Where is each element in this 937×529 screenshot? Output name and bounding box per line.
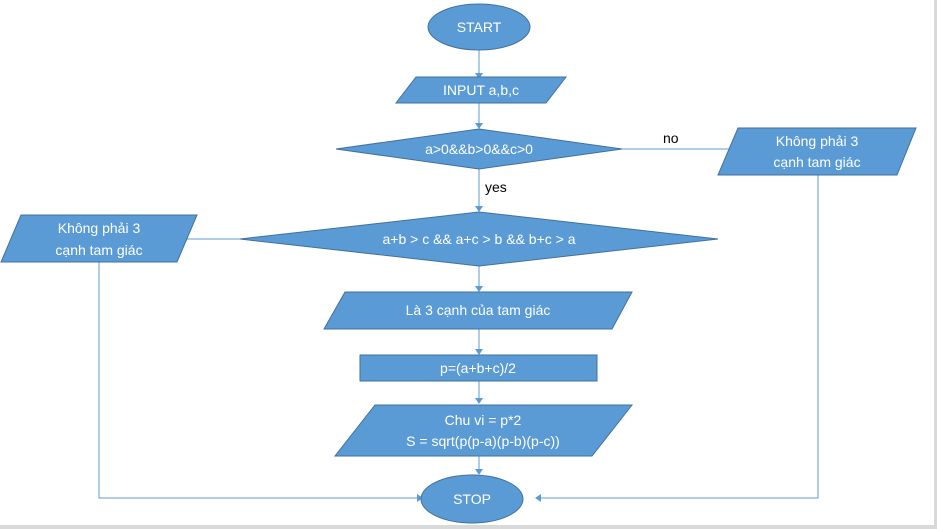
check-positive-diamond bbox=[335, 128, 623, 170]
is-triangle-parallelogram bbox=[323, 291, 633, 330]
start-label: START bbox=[457, 19, 502, 35]
stop-label: STOP bbox=[453, 491, 491, 507]
arrow-right-to-stop bbox=[541, 175, 819, 499]
edge-label-no: no bbox=[663, 130, 679, 146]
arrow-left-to-stop bbox=[98, 262, 417, 499]
output-node: Chu vi = p*2 S = sqrt(p(p-a)(p-b)(p-c)) bbox=[333, 404, 634, 457]
arrowhead bbox=[475, 123, 483, 129]
check-positive-node: a>0&&b>0&&c>0 bbox=[335, 128, 623, 170]
check-positive-label: a>0&&b>0&&c>0 bbox=[425, 141, 533, 157]
start-node: START bbox=[427, 3, 531, 51]
arrowhead bbox=[417, 494, 423, 502]
window-edge-right bbox=[934, 0, 937, 529]
not-triangle-left-parallelogram bbox=[0, 214, 198, 263]
arrowhead bbox=[475, 398, 483, 404]
output-parallelogram bbox=[333, 404, 634, 457]
connectors bbox=[98, 50, 819, 502]
arrowhead bbox=[475, 286, 483, 292]
not-triangle-right-line1: Không phải 3 bbox=[776, 133, 859, 149]
half-perimeter-label: p=(a+b+c)/2 bbox=[440, 360, 516, 376]
arrowhead bbox=[475, 469, 483, 475]
arrowhead bbox=[475, 206, 483, 212]
not-triangle-right-line2: cạnh tam giác bbox=[773, 154, 860, 170]
arrowhead bbox=[535, 494, 541, 502]
half-perimeter-node: p=(a+b+c)/2 bbox=[359, 354, 598, 382]
not-triangle-right-parallelogram bbox=[717, 127, 917, 176]
input-parallelogram bbox=[394, 76, 568, 104]
stop-ellipse bbox=[420, 474, 524, 524]
edge-label-yes: yes bbox=[485, 179, 507, 195]
check-triangle-diamond bbox=[239, 211, 719, 267]
start-ellipse bbox=[427, 3, 531, 51]
not-triangle-left-node: Không phải 3 cạnh tam giác bbox=[0, 214, 198, 263]
check-triangle-label: a+b > c && a+c > b && b+c > a bbox=[382, 231, 575, 247]
not-triangle-right-node: Không phải 3 cạnh tam giác bbox=[717, 127, 917, 176]
not-triangle-left-line1: Không phải 3 bbox=[58, 220, 141, 236]
output-line2: S = sqrt(p(p-a)(p-b)(p-c)) bbox=[406, 433, 560, 449]
check-triangle-node: a+b > c && a+c > b && b+c > a bbox=[239, 211, 719, 267]
output-line1: Chu vi = p*2 bbox=[445, 412, 522, 428]
not-triangle-left-line2: cạnh tam giác bbox=[55, 242, 142, 258]
is-triangle-label: Là 3 cạnh của tam giác bbox=[406, 302, 551, 318]
stop-node: STOP bbox=[420, 474, 524, 524]
half-perimeter-rect bbox=[359, 354, 598, 382]
arrowhead bbox=[475, 73, 483, 79]
is-triangle-node: Là 3 cạnh của tam giác bbox=[323, 291, 633, 330]
window-edge-bottom bbox=[0, 525, 937, 529]
input-node: INPUT a,b,c bbox=[394, 76, 568, 104]
arrowhead bbox=[475, 349, 483, 355]
input-label: INPUT a,b,c bbox=[443, 82, 519, 98]
